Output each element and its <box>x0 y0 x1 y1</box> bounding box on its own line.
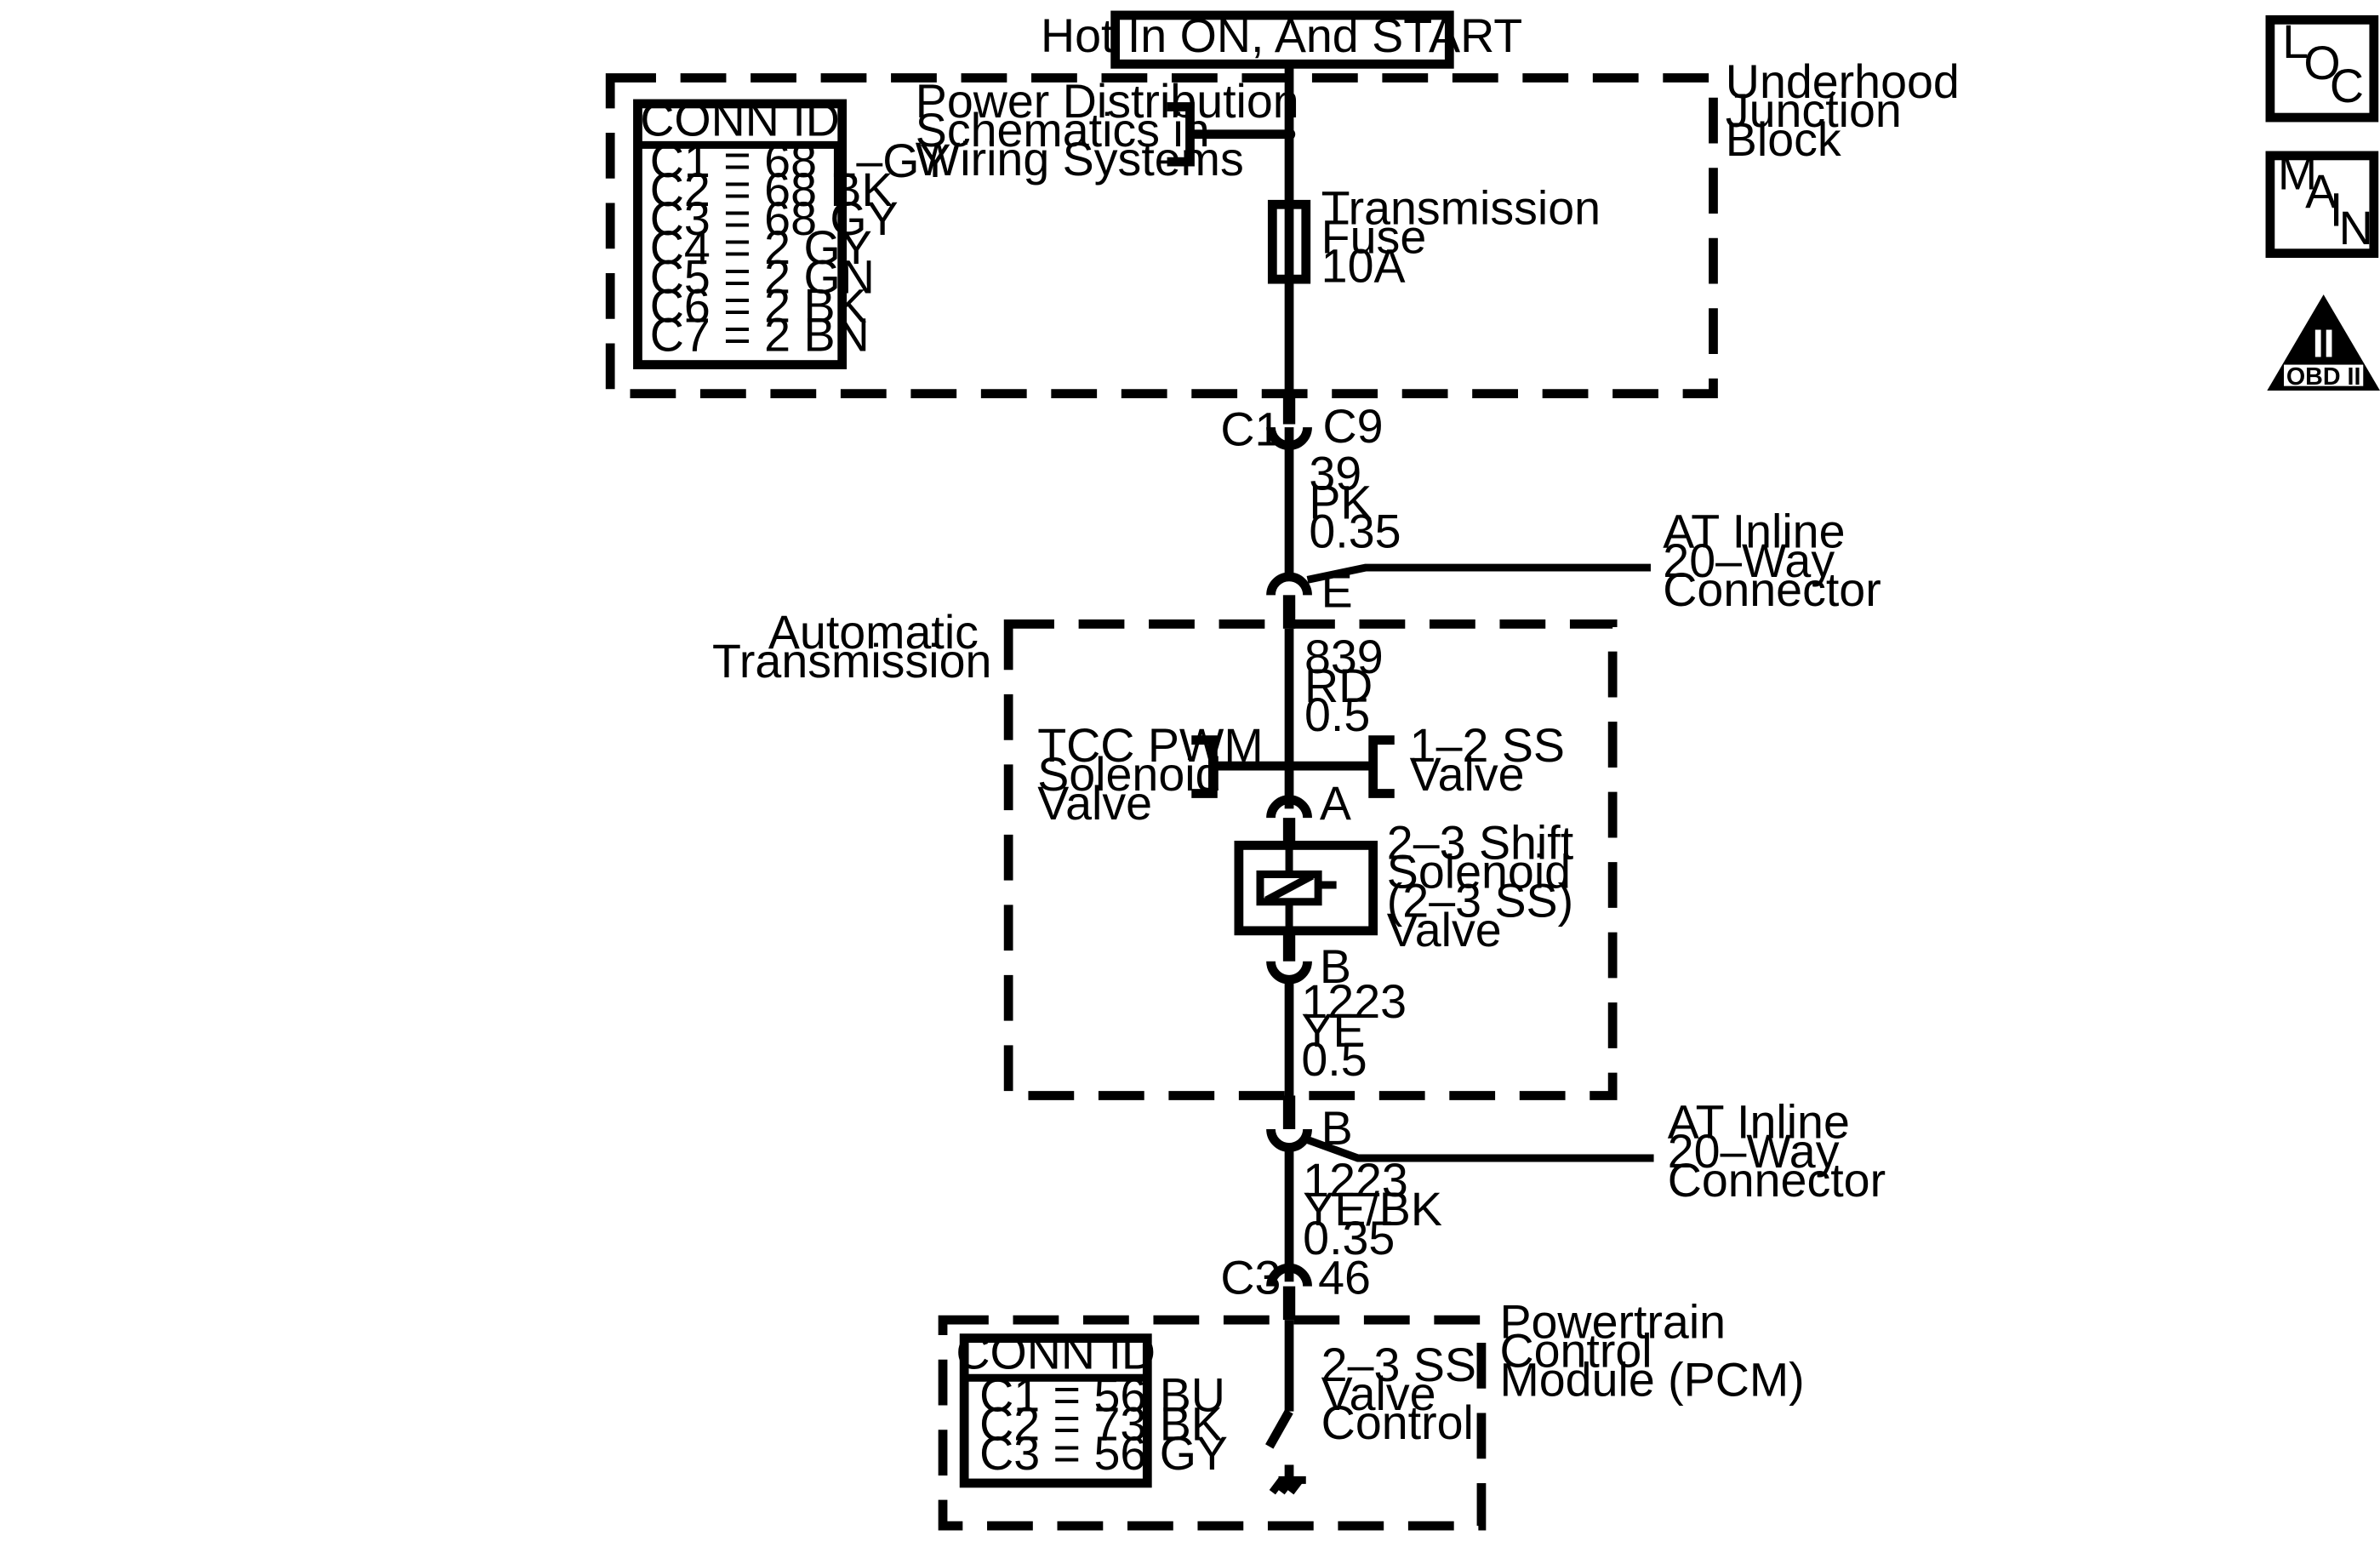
tcc-pwm-solenoid-label: TCC PWM Solenoid Valve <box>1037 719 1276 830</box>
svg-text:O: O <box>2303 37 2340 89</box>
pcm-outline <box>938 1315 1487 1531</box>
power-source-box <box>1110 10 1454 69</box>
svg-text:CONN ID: CONN ID <box>956 1326 1156 1378</box>
power-distribution-bracket <box>1167 102 1290 167</box>
svg-text:M: M <box>2278 146 2317 199</box>
main-icon[interactable]: M A I N <box>2265 146 2379 259</box>
ss-12-bracket <box>1368 735 1395 798</box>
svg-text:C2 = 73 BK: C2 = 73 BK <box>979 1398 1223 1451</box>
svg-text:C3 = 56 GY: C3 = 56 GY <box>979 1427 1228 1480</box>
svg-text:L: L <box>2282 15 2309 68</box>
inline-connector-b-pin: B <box>1321 1102 1353 1155</box>
wire-yebk-label: 1223 YE/BK 0.35 <box>1303 1154 1455 1264</box>
svg-text:C5 = 2 GN: C5 = 2 GN <box>650 250 875 303</box>
inline-connector-bottom-label: AT Inline 20–Way Connector <box>1668 1096 1886 1207</box>
solenoid-23-label: 2–3 Shift Solenoid (2–3 SS) Valve <box>1387 817 1587 956</box>
svg-text:N: N <box>2339 202 2373 254</box>
inline-connector-top-label: AT Inline 20–Way Connector <box>1663 505 1881 616</box>
svg-text:OBD II: OBD II <box>2286 363 2361 391</box>
wire-pk-label: 39 PK 0.35 <box>1309 448 1401 558</box>
svg-text:II: II <box>2313 322 2335 366</box>
svg-text:C6 = 2 BK: C6 = 2 BK <box>650 279 867 332</box>
obd-ii-icon[interactable]: II OBD II <box>2267 294 2380 391</box>
connector-c3-46 <box>1266 1263 1312 1321</box>
underhood-junction-block-outline <box>605 73 1718 399</box>
svg-text:C4 = 2 GY: C4 = 2 GY <box>650 221 872 274</box>
connector-c1-c9 <box>1266 391 1312 450</box>
inline-connector-e-pin: E <box>1321 565 1353 618</box>
power-source-label: Hot In ON, And START <box>1041 9 1522 62</box>
wire-ye-label: 1223 YE 0.5 <box>1301 975 1419 1086</box>
connector-c1-label: C1 <box>1220 403 1281 456</box>
pin-b-label: B <box>1320 940 1351 993</box>
svg-text:C7 = 2 BN: C7 = 2 BN <box>650 308 870 361</box>
svg-text:C3 = 68 GY: C3 = 68 GY <box>650 192 899 245</box>
conn-id-table-pcm: CONN ID C1 = 56 BU C2 = 73 BK C3 = 56 GY <box>956 1326 1228 1488</box>
inline-connector-e <box>1266 563 1651 629</box>
connector-c9-label: C9 <box>1322 400 1383 453</box>
loc-icon[interactable]: L O C <box>2265 14 2379 123</box>
pin-b-terminal <box>1266 930 1312 985</box>
wire-rd-label: 839 RD 0.5 <box>1304 631 1396 741</box>
svg-text:A: A <box>2305 165 2337 218</box>
svg-text:C1 = 56 BU: C1 = 56 BU <box>979 1369 1225 1422</box>
svg-text:CONN ID: CONN ID <box>640 94 840 146</box>
svg-text:C2 = 68 BK: C2 = 68 BK <box>650 163 893 216</box>
pcm-valve-control-label: 2–3 SS Valve Control <box>1321 1339 1490 1449</box>
svg-text:I: I <box>2330 183 2343 236</box>
underhood-junction-block-label: Underhood Junction Block <box>1726 55 1972 166</box>
svg-text:C: C <box>2330 60 2364 112</box>
automatic-transmission-outline <box>1003 619 1618 1100</box>
automatic-transmission-label: Automatic Transmission <box>712 606 991 688</box>
ss-12-valve-label: 1–2 SS Valve <box>1410 719 1578 801</box>
pin-a-label: A <box>1320 777 1351 830</box>
splice-dot-transmission <box>1282 759 1296 773</box>
pcm-ground-symbol <box>1269 1464 1306 1495</box>
solenoid-23-symbol <box>1234 841 1378 936</box>
transmission-fuse-label: Transmission Fuse 10A <box>1321 182 1614 293</box>
svg-text:C1 = 68 L–GY: C1 = 68 L–GY <box>650 134 951 187</box>
connector-c3-label: C3 <box>1220 1252 1281 1304</box>
connector-pin-46-label: 46 <box>1318 1252 1371 1304</box>
pcm-label: Powertrain Control Module (PCM) <box>1499 1296 1804 1407</box>
pcm-switch-symbol <box>1265 1409 1293 1449</box>
conn-id-table-underhood: CONN ID C1 = 68 L–GY C2 = 68 BK C3 = 68 … <box>633 94 951 369</box>
